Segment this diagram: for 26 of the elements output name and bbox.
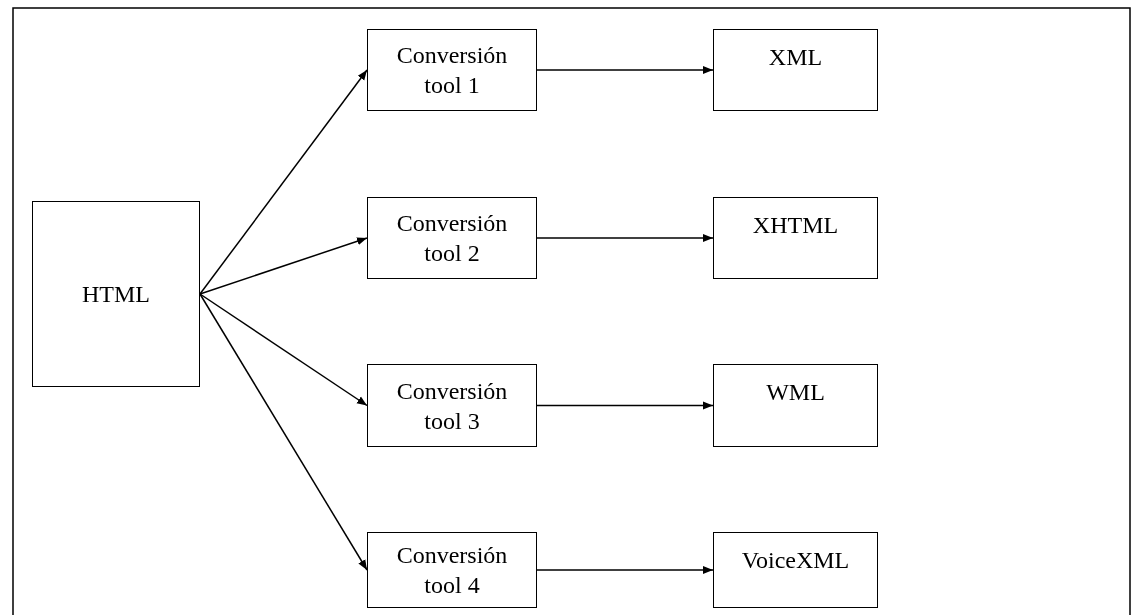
process-box [367, 197, 537, 279]
arrow [199, 237, 368, 295]
box-label: Conversión tool 2 [395, 209, 509, 268]
output-box [713, 532, 878, 608]
box-label: VoiceXML [741, 546, 850, 575]
arrow [536, 401, 714, 410]
output-box [713, 364, 878, 447]
arrow [536, 566, 714, 574]
process-box [367, 29, 537, 111]
box-label: XHTML [752, 211, 839, 240]
arrow [199, 293, 368, 571]
box-label: HTML [81, 280, 151, 309]
arrow [199, 293, 368, 407]
box-label: Conversión tool 3 [395, 376, 509, 436]
source-box [32, 201, 200, 387]
box-label: Conversión tool 4 [395, 541, 509, 600]
arrow [199, 69, 368, 295]
box-label: Conversión tool 1 [395, 41, 509, 100]
box-label: WML [766, 378, 825, 407]
process-box [367, 364, 537, 447]
process-box [367, 532, 537, 608]
box-label: XML [768, 43, 823, 72]
arrow [536, 66, 714, 74]
output-box [713, 197, 878, 279]
output-box [713, 29, 878, 111]
arrow [536, 234, 714, 242]
